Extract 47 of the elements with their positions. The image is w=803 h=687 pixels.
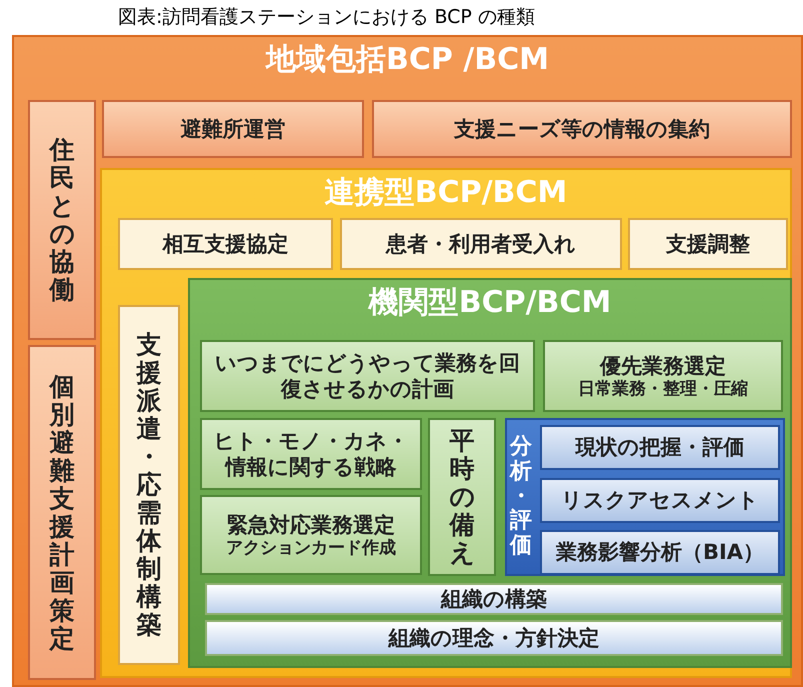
box <box>200 340 535 412</box>
diagram-title: 図表:訪問看護ステーションにおける BCP の種類 <box>118 5 535 30</box>
panel <box>505 418 785 576</box>
box <box>372 100 792 158</box>
panel-heading: 地域包括BCP /BCM <box>266 43 549 76</box>
box-text: 組織の構築 <box>440 586 548 612</box>
panel <box>188 278 792 668</box>
box <box>118 218 333 270</box>
box <box>118 305 180 665</box>
box-text: 業務影響分析（BIA） <box>554 539 766 566</box>
box <box>28 100 96 340</box>
box-text: 緊急対応業務選定 <box>226 512 396 538</box>
box-text: 相互支援協定 <box>161 230 290 258</box>
box-text: 住民との協働 <box>50 136 74 304</box>
box-subtext: アクションカード作成 <box>226 538 396 558</box>
box-text: 避難所運営 <box>180 116 286 142</box>
box <box>340 218 622 270</box>
bar <box>205 583 783 615</box>
box-text: 患者・利用者受入れ <box>384 230 577 258</box>
box <box>543 340 783 412</box>
box-text: 支援派遣・応需体制構築 <box>136 331 162 639</box>
panel <box>100 168 792 678</box>
box-text: 現状の把握・評価 <box>574 434 746 461</box>
box <box>102 100 364 158</box>
box-subtext: 日常業務・整理・圧縮 <box>578 378 748 400</box>
box <box>428 418 496 576</box>
box-text: 支援ニーズ等の情報の集約 <box>452 116 711 142</box>
bar <box>205 620 783 656</box>
box <box>540 478 780 523</box>
box <box>28 345 96 680</box>
box <box>200 418 422 490</box>
box <box>540 530 780 575</box>
box-text: 支援調整 <box>664 230 751 258</box>
box-text: いつまでにどうやって業務を回復させるかの計画 <box>214 350 521 402</box>
box-text: ヒト・モノ・カネ・情報に関する戦略 <box>212 428 410 480</box>
outer-panel <box>12 35 803 687</box>
panel-heading: 連携型BCP/BCM <box>324 176 568 209</box>
box-text: リスクアセスメント <box>560 487 760 514</box>
box <box>628 218 788 270</box>
box-text: 平時の備え <box>450 427 474 567</box>
box-text: 組織の理念・方針決定 <box>387 624 600 652</box>
panel-heading: 機関型BCP/BCM <box>368 286 612 319</box>
box <box>540 425 780 470</box>
panel-heading: 分析・評価 <box>510 435 532 559</box>
box-text: 優先業務選定 <box>598 352 727 379</box>
box-text: 個別避難支援計画策定 <box>50 372 74 652</box>
box <box>200 495 422 575</box>
